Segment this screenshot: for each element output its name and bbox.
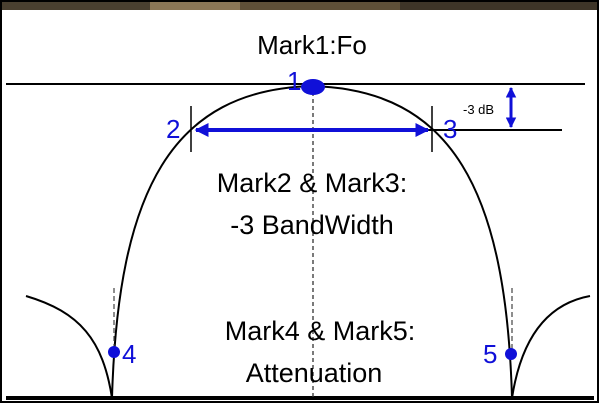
- marker2-label: 2: [166, 114, 180, 144]
- attenuation-text-line2: Attenuation: [246, 358, 383, 388]
- marker4-dot: [108, 346, 120, 358]
- left-sidelobe-curve: [25, 295, 113, 399]
- marker4-label: 4: [122, 339, 136, 369]
- right-sidelobe-curve: [511, 295, 591, 399]
- marker1-label: 1: [287, 66, 301, 96]
- mark1-title: Mark1:Fo: [257, 30, 367, 60]
- marker3-label: 3: [443, 114, 457, 144]
- db-label: -3 dB: [463, 102, 494, 117]
- marker5-label: 5: [483, 339, 497, 369]
- bandwidth-text-line1: Mark2 & Mark3:: [217, 168, 408, 198]
- bandwidth-text-line2: -3 BandWidth: [230, 210, 394, 240]
- attenuation-text-line1: Mark4 & Mark5:: [225, 316, 416, 346]
- marker1-dot: [301, 79, 325, 95]
- top-photo-strip: [0, 0, 599, 10]
- marker5-dot: [505, 348, 517, 360]
